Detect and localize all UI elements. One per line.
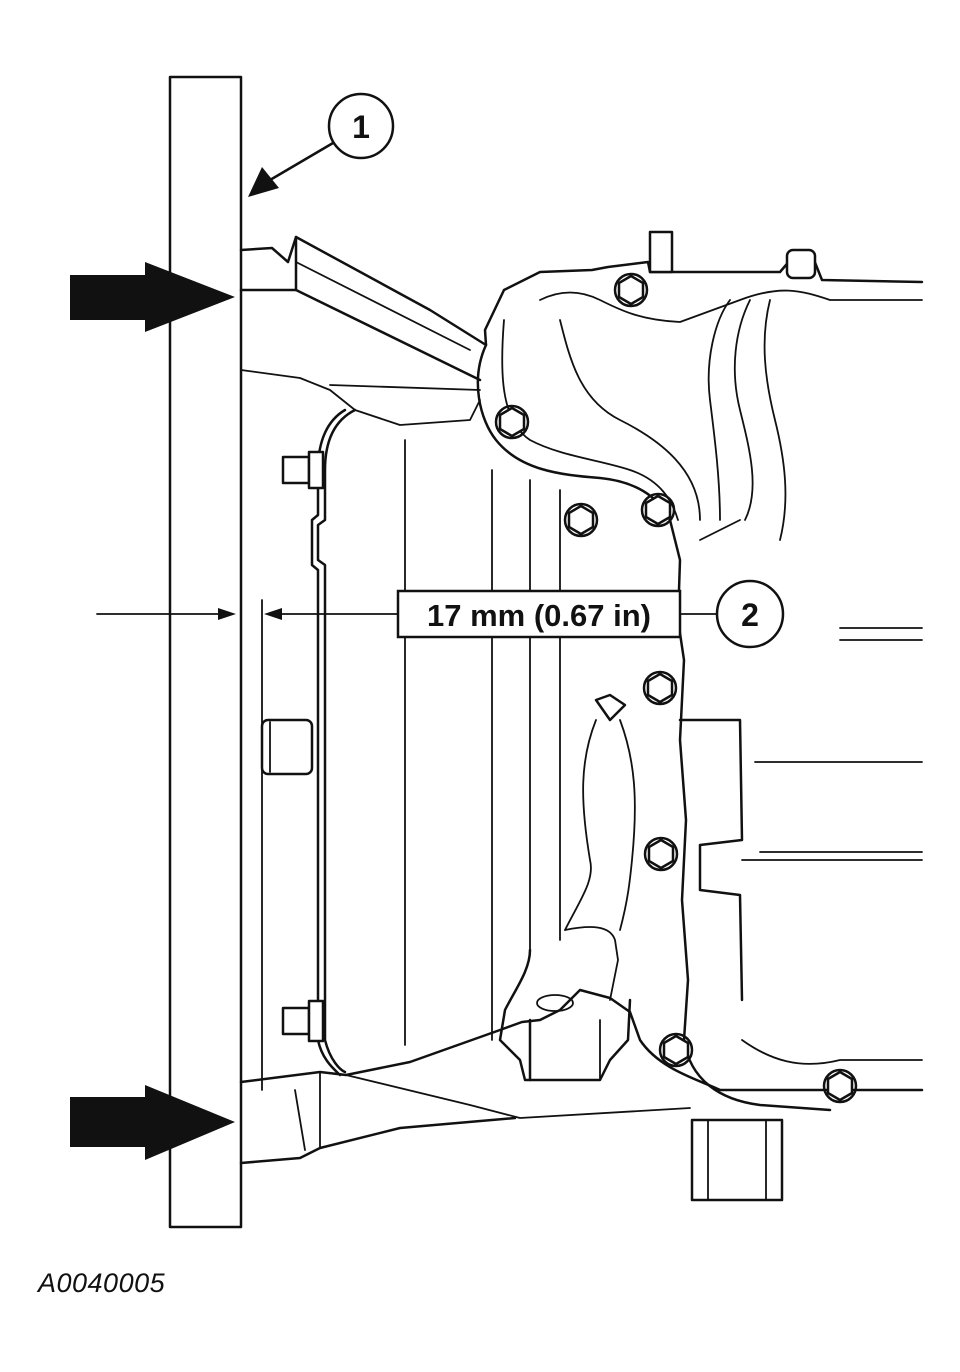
callout-2-number: 2: [741, 597, 759, 633]
straight-edge-tool: [168, 75, 243, 1229]
pan-flange-bolt: [613, 272, 649, 308]
pan-flange-bolt: [822, 1068, 858, 1104]
dimension-lines: [96, 608, 717, 620]
pan-bolt-upper-left: [281, 450, 325, 490]
pan-flange-bolt: [642, 670, 678, 706]
force-arrow-upper: [70, 262, 235, 332]
callout-1-number: 1: [352, 109, 370, 145]
dimension-label: 17 mm (0.67 in): [396, 589, 682, 639]
pan-flange-bolt: [658, 1032, 694, 1068]
callout-2-bubble: 2: [715, 579, 785, 649]
pan-flange-bolt: [643, 836, 679, 872]
pan-flange-bolt: [563, 502, 599, 538]
pan-flange-bolt: [494, 404, 530, 440]
callout-1-leader: [248, 141, 335, 197]
callout-1-bubble: 1: [327, 92, 395, 160]
pan-flange-bolt: [640, 492, 676, 528]
dimension-value-text: 17 mm (0.67 in): [427, 598, 651, 633]
engine-block-oil-pan: [239, 230, 924, 1202]
figure-id: A0040005: [38, 1268, 166, 1298]
force-arrow-lower: [70, 1085, 235, 1160]
pan-bolt-lower-left: [281, 999, 325, 1043]
pan-bolt-middle-left: [260, 718, 314, 776]
